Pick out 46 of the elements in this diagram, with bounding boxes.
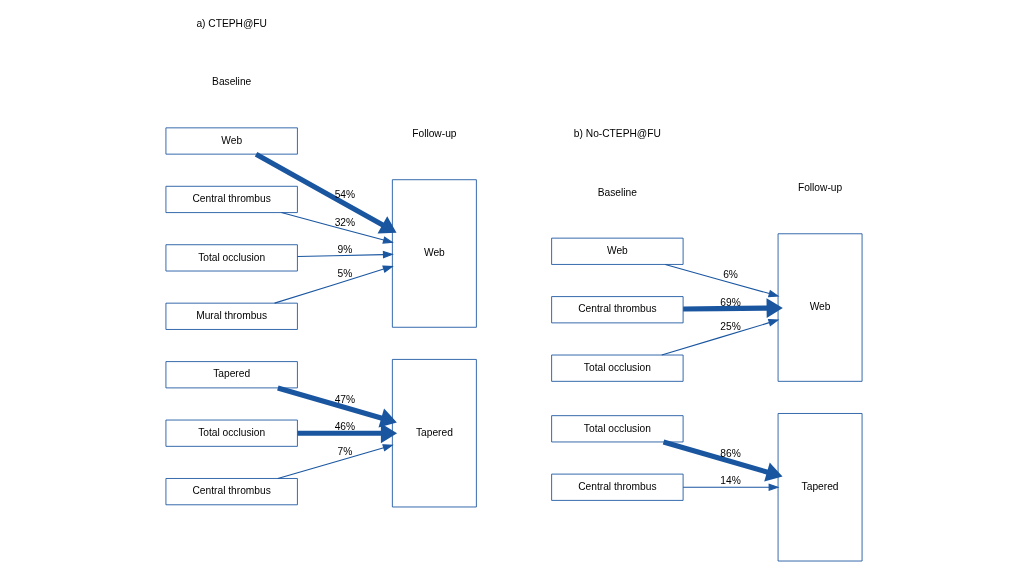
node-box: Web xyxy=(391,179,477,328)
label: a) CTEPH@FU xyxy=(195,17,267,29)
edge-label: 7% xyxy=(337,445,352,457)
arrow xyxy=(682,298,783,319)
node-box: Web xyxy=(165,127,298,155)
node-box: Tapered xyxy=(777,413,863,562)
node-box: Total occlusion xyxy=(165,419,298,447)
label: b) No-CTEPH@FU xyxy=(573,128,661,140)
node-box: Tapered xyxy=(165,361,298,389)
node-box: Central thrombus xyxy=(165,185,298,214)
arrow xyxy=(280,212,394,244)
node-box: Web xyxy=(550,237,684,265)
edge-label: 86% xyxy=(719,447,741,459)
label: Baseline xyxy=(211,76,251,88)
label: Follow-up xyxy=(797,182,842,194)
edge-label: 54% xyxy=(334,189,355,201)
arrow xyxy=(662,439,783,482)
node-box: Total occlusion xyxy=(165,244,298,272)
arrow xyxy=(664,263,779,298)
edge-label: 32% xyxy=(334,216,355,228)
node-box: Central thrombus xyxy=(550,473,684,501)
arrow xyxy=(296,423,397,444)
arrow xyxy=(682,483,780,492)
edge-label: 14% xyxy=(719,475,741,487)
arrow xyxy=(273,265,394,304)
node-box: Tapered xyxy=(391,358,477,508)
edge-label: 5% xyxy=(337,268,352,280)
edge-label: 9% xyxy=(337,243,352,255)
edge-label: 6% xyxy=(722,269,738,281)
label: Baseline xyxy=(597,186,637,198)
node-box: Total occlusion xyxy=(550,354,684,382)
node-box: Central thrombus xyxy=(165,478,298,506)
edge-label: 69% xyxy=(719,297,741,309)
arrow xyxy=(660,319,779,356)
node-box: Total occlusion xyxy=(550,415,684,443)
node-box: Mural thrombus xyxy=(165,302,298,330)
label: Follow-up xyxy=(411,128,457,140)
arrow xyxy=(276,385,397,428)
edge-label: 47% xyxy=(334,394,355,406)
arrow xyxy=(254,152,397,234)
arrow xyxy=(296,250,394,259)
edge-label: 25% xyxy=(719,321,741,333)
node-box: Web xyxy=(777,233,863,382)
arrow xyxy=(276,444,394,479)
node-box: Central thrombus xyxy=(550,296,684,324)
edge-label: 46% xyxy=(334,421,355,433)
